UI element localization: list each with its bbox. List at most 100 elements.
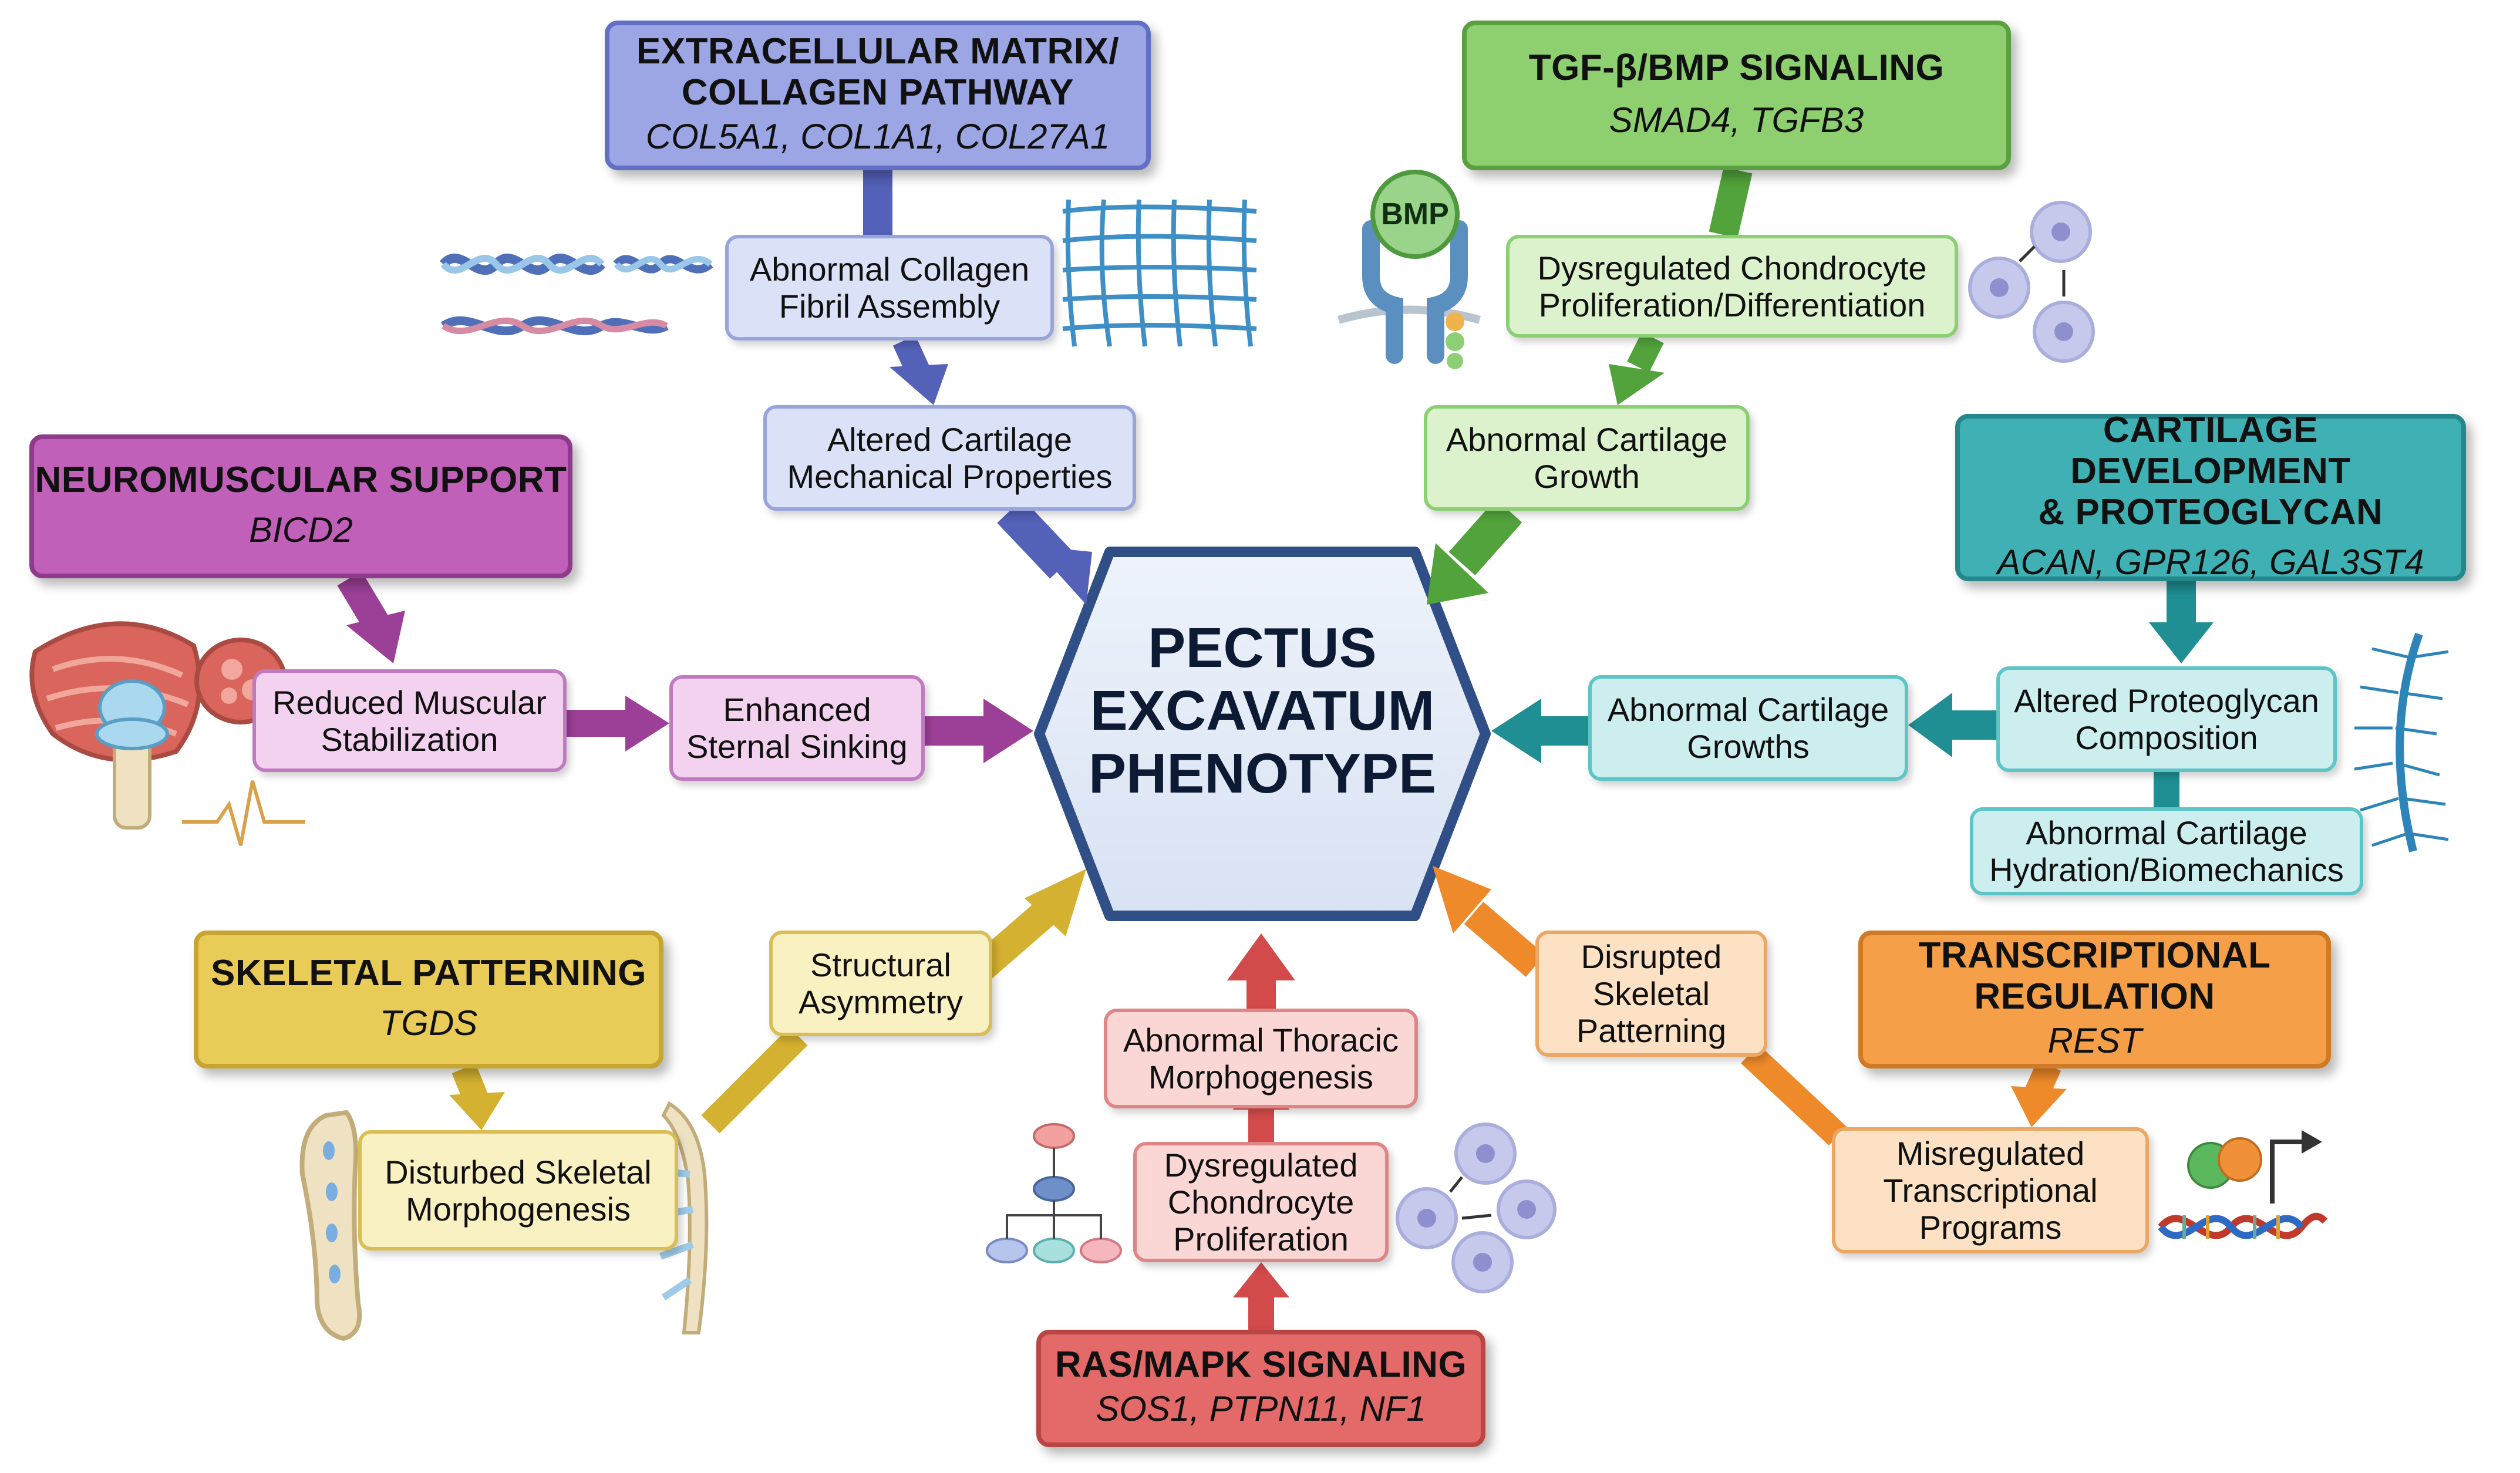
rasmapk-genes: SOS1, PTPN11, NF1 bbox=[1096, 1389, 1426, 1428]
center-phenotype: PECTUS EXCAVATUM PHENOTYPE bbox=[1045, 616, 1480, 805]
proteoglycan-line-2: Composition bbox=[2075, 719, 2258, 756]
center-line-1: PECTUS bbox=[1148, 616, 1377, 679]
ras-arrowhead-3 bbox=[1227, 933, 1295, 980]
cartilage-mechanical-line-2: Mechanical Properties bbox=[787, 458, 1113, 495]
neuro-header: NEUROMUSCULAR SUPPORT BICD2 bbox=[29, 434, 572, 578]
muscular-stabilization-box: Reduced Muscular Stabilization bbox=[252, 669, 567, 772]
skeletal-genes: TGDS bbox=[379, 1003, 478, 1043]
neuro-title: NEUROMUSCULAR SUPPORT bbox=[35, 459, 567, 500]
neuro-genes: BICD2 bbox=[249, 510, 353, 550]
chondrocyte-prolif-diff-line-2: Proliferation/Differentiation bbox=[1538, 286, 1926, 323]
bmp-receptor-icon: BMP bbox=[1338, 170, 1481, 369]
ecm-genes: COL5A1, COL1A1, COL27A1 bbox=[645, 116, 1110, 156]
muscle-knee-icon bbox=[29, 621, 305, 846]
transcription-header: TRANSCRIPTIONAL REGULATION REST bbox=[1858, 931, 2331, 1068]
skeletal-patterning-disrupted-box: Disrupted Skeletal Patterning bbox=[1535, 931, 1767, 1057]
transcription-genes: REST bbox=[2047, 1020, 2142, 1060]
tgf-arrowhead-2 bbox=[1427, 543, 1488, 605]
skeletal-header: SKELETAL PATTERNING TGDS bbox=[194, 931, 663, 1068]
skeletal-patterning-disrupted-line-1: Disrupted bbox=[1581, 938, 1722, 975]
collagen-mesh-icon bbox=[1062, 199, 1257, 347]
cartilage-title-line-1: CARTILAGE DEVELOPMENT bbox=[2070, 409, 2351, 491]
skeletal-arrowhead-2 bbox=[1025, 869, 1086, 936]
transcription-connector-2 bbox=[1740, 1044, 1847, 1146]
signaling-tree-icon bbox=[986, 1123, 1122, 1263]
chondrocyte-prolif-line-2: Chondrocyte bbox=[1167, 1184, 1355, 1221]
cartilage-growth-top-line-1: Abnormal Cartilage bbox=[1446, 421, 1728, 458]
skeletal-morphogenesis-box: Disturbed Skeletal Morphogenesis bbox=[358, 1130, 678, 1250]
cartilage-growth-top-line-2: Growth bbox=[1534, 458, 1640, 495]
hydration-line-1: Abnormal Cartilage bbox=[2026, 814, 2307, 851]
tgf-connector-1 bbox=[1709, 167, 1753, 238]
neuro-arrowhead-3 bbox=[983, 699, 1033, 763]
structural-asymmetry-line-1: Structural bbox=[810, 946, 951, 983]
cartilage-header: CARTILAGE DEVELOPMENT & PROTEOGLYCAN ACA… bbox=[1955, 410, 2466, 582]
cartilage-arrowhead-1 bbox=[2149, 622, 2214, 663]
transcription-arrowhead-1 bbox=[2011, 1086, 2067, 1127]
cartilage-growths-right-box: Abnormal Cartilage Growths bbox=[1588, 675, 1908, 781]
ecm-title-line-1: EXTRACELLULAR MATRIX/ bbox=[636, 31, 1120, 72]
chondrocyte-prolif-line-3: Proliferation bbox=[1173, 1221, 1349, 1258]
dna-transcription-icon bbox=[2158, 1130, 2328, 1239]
transcriptional-programs-line-2: Transcriptional bbox=[1883, 1172, 2098, 1209]
cartilage-title-line-2: & PROTEOGLYCAN bbox=[2038, 491, 2383, 532]
chondrocyte-prolif-line-1: Dysregulated bbox=[1164, 1147, 1358, 1184]
rasmapk-header: RAS/MAPK SIGNALING SOS1, PTPN11, NF1 bbox=[1036, 1330, 1485, 1447]
transcriptional-programs-line-3: Programs bbox=[1919, 1209, 2062, 1246]
transcriptional-programs-box: Misregulated Transcriptional Programs bbox=[1832, 1127, 2149, 1253]
cartilage-growths-right-line-1: Abnormal Cartilage bbox=[1607, 691, 1889, 728]
proteoglycan-icon bbox=[2354, 632, 2449, 852]
tgf-title: TGF-β/BMP SIGNALING bbox=[1528, 47, 1945, 88]
cell-proliferation-icon bbox=[1396, 1123, 1557, 1293]
skeletal-arrowhead-1 bbox=[449, 1092, 505, 1130]
neuro-arrowhead-2 bbox=[625, 696, 669, 751]
bmp-label: BMP bbox=[1381, 197, 1449, 231]
structural-asymmetry-line-2: Asymmetry bbox=[799, 983, 963, 1020]
collagen-fibril-icon bbox=[439, 253, 713, 336]
transcription-connector-3 bbox=[1464, 902, 1545, 977]
skeletal-connector-2 bbox=[701, 1027, 808, 1134]
cartilage-mechanical-line-1: Altered Cartilage bbox=[827, 421, 1073, 458]
tgf-arrowhead-1 bbox=[1609, 364, 1665, 405]
tgf-connector-3 bbox=[1448, 499, 1522, 575]
hydration-line-2: Hydration/Biomechanics bbox=[1989, 851, 2344, 888]
transcription-connector-1 bbox=[2025, 1060, 2061, 1097]
structural-asymmetry-box: Structural Asymmetry bbox=[769, 931, 992, 1036]
sternal-sinking-line-1: Enhanced bbox=[723, 691, 871, 728]
cell-division-icon bbox=[1968, 201, 2095, 363]
ecm-title-line-2: COLLAGEN PATHWAY bbox=[681, 72, 1074, 113]
proteoglycan-line-1: Altered Proteoglycan bbox=[2014, 682, 2319, 719]
neuro-connector-1 bbox=[337, 571, 388, 630]
sternal-sinking-line-2: Sternal Sinking bbox=[686, 728, 908, 765]
chondrocyte-prolif-diff-box: Dysregulated Chondrocyte Proliferation/D… bbox=[1506, 235, 1958, 338]
skeletal-patterning-disrupted-line-3: Patterning bbox=[1576, 1012, 1727, 1049]
center-hexagon bbox=[1034, 547, 1491, 921]
bone-icon bbox=[299, 1110, 362, 1341]
cartilage-genes: ACAN, GPR126, GAL3ST4 bbox=[1997, 542, 2424, 582]
ecm-header: EXTRACELLULAR MATRIX/ COLLAGEN PATHWAY C… bbox=[605, 21, 1151, 170]
skeletal-title: SKELETAL PATTERNING bbox=[210, 952, 647, 993]
proteoglycan-box: Altered Proteoglycan Composition bbox=[1996, 666, 2337, 772]
ecm-arrowhead-1 bbox=[890, 364, 948, 405]
rasmapk-title: RAS/MAPK SIGNALING bbox=[1055, 1344, 1467, 1385]
neuro-arrowhead-1 bbox=[346, 611, 405, 663]
transcription-arrowhead-2 bbox=[1433, 866, 1491, 933]
tgf-header: TGF-β/BMP SIGNALING SMAD4, TGFB3 bbox=[1462, 21, 2011, 170]
skeletal-patterning-disrupted-line-2: Skeletal bbox=[1592, 975, 1710, 1012]
chondrocyte-prolif-box: Dysregulated Chondrocyte Proliferation bbox=[1133, 1142, 1389, 1262]
thoracic-morphogenesis-line-2: Morphogenesis bbox=[1148, 1059, 1373, 1096]
cartilage-growths-right-line-2: Growths bbox=[1687, 728, 1810, 765]
cartilage-growth-top-box: Abnormal Cartilage Growth bbox=[1424, 405, 1750, 511]
thoracic-morphogenesis-box: Abnormal Thoracic Morphogenesis bbox=[1104, 1009, 1418, 1108]
collagen-fibril-line-2: Fibril Assembly bbox=[779, 288, 1000, 325]
muscular-stabilization-line-2: Stabilization bbox=[321, 720, 498, 758]
transcription-title-line-1: TRANSCRIPTIONAL bbox=[1918, 935, 2271, 976]
collagen-fibril-line-1: Abnormal Collagen bbox=[749, 251, 1030, 288]
tgf-connector-2 bbox=[1627, 332, 1664, 373]
transcriptional-programs-line-1: Misregulated bbox=[1896, 1135, 2085, 1172]
ecm-arrowhead-2 bbox=[1033, 546, 1092, 605]
collagen-fibril-box: Abnormal Collagen Fibril Assembly bbox=[725, 235, 1054, 341]
muscular-stabilization-line-1: Reduced Muscular bbox=[272, 683, 547, 721]
